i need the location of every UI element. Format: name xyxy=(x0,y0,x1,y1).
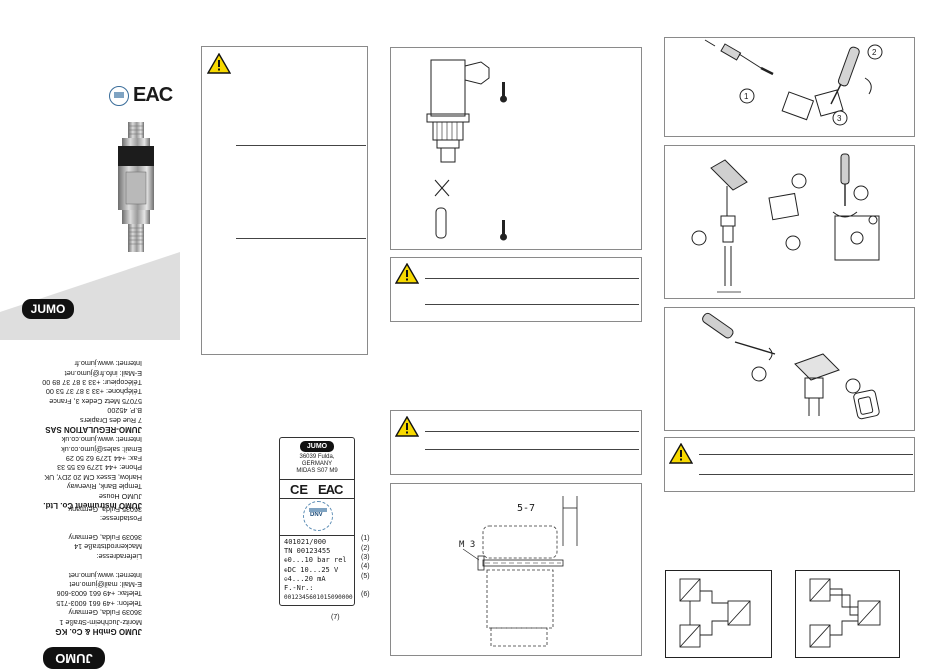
marker-7: (7) xyxy=(331,614,340,621)
figure-connector-assembly xyxy=(664,307,915,431)
rule xyxy=(699,474,913,475)
warning-triangle-icon xyxy=(395,263,419,284)
dimension-width-label: 5-7 xyxy=(517,503,536,514)
rule xyxy=(425,431,639,432)
figure-connector-removal: 1 2 3 xyxy=(664,37,915,137)
connector-wiring-drawing xyxy=(691,153,880,293)
eac-mark: EAC xyxy=(133,84,173,106)
step-label: 2 xyxy=(872,48,877,57)
three-wire-connection-drawing xyxy=(809,578,881,648)
jumo-logo-bottom: JUMO xyxy=(43,647,105,669)
cover-panel: EAC JUMO xyxy=(0,0,180,340)
sensor-orientation-drawing xyxy=(426,59,507,241)
marker-4: (4) xyxy=(361,563,370,570)
marker-3: (3) xyxy=(361,554,370,561)
warning-box-1 xyxy=(390,257,642,322)
connector-assembly-drawing xyxy=(702,312,880,420)
step-markers xyxy=(739,44,883,126)
marker-1: (1) xyxy=(361,535,370,542)
ce-mark: CE xyxy=(290,482,309,497)
marker-2: (2) xyxy=(361,545,370,552)
nameplate-data: 401021/000 TN 00123455 ⊕0...10 bar rel ⊕… xyxy=(284,538,353,602)
dimension-drawing xyxy=(462,496,578,647)
warning-triangle-icon xyxy=(669,443,693,464)
dnv-certificate-icon xyxy=(109,86,129,106)
rule xyxy=(236,238,366,239)
rule xyxy=(699,454,913,455)
cover-wedge xyxy=(0,252,180,340)
warning-box-3 xyxy=(664,437,915,492)
figure-mounting-orientation xyxy=(390,47,642,250)
nameplate-city: 36039 Fulda, xyxy=(299,454,335,460)
rule xyxy=(425,278,639,279)
step-label: 1 xyxy=(744,92,749,101)
rule xyxy=(236,145,366,146)
eac-mark: EAC xyxy=(318,482,343,497)
figure-connector-wiring xyxy=(664,145,915,299)
thermometer-icon xyxy=(500,82,507,103)
figure-dimensions: 5-7 M 3 xyxy=(390,483,642,656)
wiring-diagram-left xyxy=(665,570,772,658)
address-uk: JUMO Instrument Co. Ltd. JUMO House Temp… xyxy=(43,435,142,510)
connector-removal-drawing xyxy=(704,39,883,126)
rule xyxy=(425,449,639,450)
warning-box-large xyxy=(201,46,368,355)
marker-5: (5) xyxy=(361,573,370,580)
address-france: JUMO-REGULATION SAS 7 Rue des Drapiers B… xyxy=(42,359,142,434)
address-panel: JUMO JUMO GmbH & Co. KG Moritz-Juchheim-… xyxy=(0,359,180,672)
two-wire-connection-drawing xyxy=(679,578,751,648)
address-germany: JUMO GmbH & Co. KG Moritz-Juchheim-Straß… xyxy=(55,504,142,636)
step-label: 3 xyxy=(837,114,842,123)
warning-triangle-icon xyxy=(207,53,231,74)
dimension-thread-label: M 3 xyxy=(459,540,476,550)
jumo-logo: JUMO xyxy=(22,299,74,319)
nameplate-model: MIDAS S07 M9 xyxy=(296,468,338,474)
wiring-diagram-right xyxy=(795,570,900,658)
dnv-badge-icon: DNV xyxy=(303,501,333,531)
pressure-sensor-photo xyxy=(118,122,154,252)
warning-box-2 xyxy=(390,410,642,475)
nameplate: JUMO 36039 Fulda, GERMANY MIDAS S07 M9 C… xyxy=(279,437,355,606)
warning-triangle-icon xyxy=(395,416,419,437)
nameplate-logo: JUMO xyxy=(300,441,334,452)
marker-6: (6) xyxy=(361,591,370,598)
rule xyxy=(425,304,639,305)
nameplate-country: GERMANY xyxy=(301,461,333,467)
